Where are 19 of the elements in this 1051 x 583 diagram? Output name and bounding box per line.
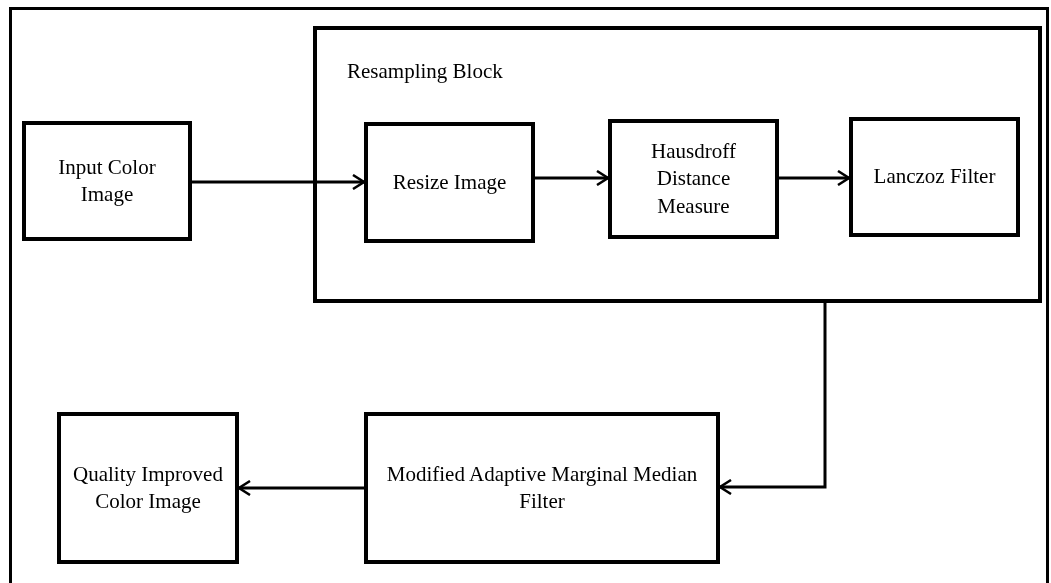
arrow	[779, 169, 851, 187]
arrow	[192, 173, 366, 191]
box-label: Quality Improved Color Image	[72, 460, 224, 515]
arrow	[718, 303, 827, 496]
process-box	[57, 412, 239, 564]
process-box	[608, 119, 779, 239]
arrow	[535, 169, 610, 187]
group-heading: Resampling Block	[347, 58, 503, 85]
process-box	[849, 117, 1020, 237]
box-label: Input Color Image	[57, 153, 157, 208]
process-box	[364, 122, 535, 243]
box-label: Hausdroff Distance Measure	[650, 138, 737, 220]
process-box	[364, 412, 720, 564]
arrow	[237, 479, 364, 497]
box-label: Modified Adaptive Marginal Median Filter	[385, 460, 699, 515]
box-label: Resize Image	[392, 168, 507, 196]
box-label: Lanczoz Filter	[873, 163, 996, 191]
process-box	[22, 121, 192, 241]
group-box	[313, 26, 1042, 303]
